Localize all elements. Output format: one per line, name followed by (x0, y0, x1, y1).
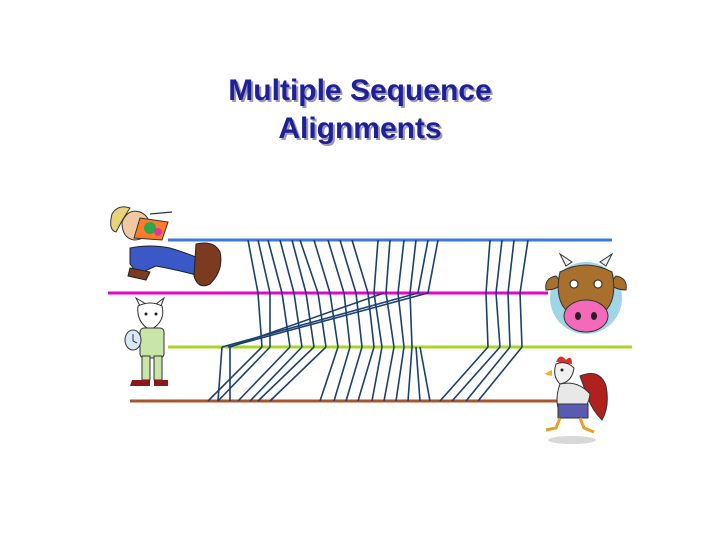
rooster-icon (544, 356, 608, 444)
alignment-connector (269, 346, 327, 402)
alignment-connector (417, 239, 429, 294)
alignment-connector (409, 239, 417, 294)
alignment-connector (281, 292, 291, 348)
alignment-connector (395, 346, 405, 402)
alignment-connector (397, 239, 405, 294)
alignment-connector (373, 292, 383, 348)
alignment-connector (237, 346, 291, 402)
alignment-connector (427, 239, 439, 294)
alignment-connector (495, 292, 501, 348)
alignment-connector (485, 292, 489, 348)
title-line-1: Multiple Sequence (228, 74, 492, 107)
alignment-connector (291, 239, 307, 294)
alignment-connector (345, 346, 363, 402)
alignment-connector (373, 239, 379, 294)
alignment-connector (507, 239, 515, 294)
alignment-connector (519, 239, 529, 294)
alignment-connector (477, 346, 523, 402)
alignment-connector (495, 239, 503, 294)
alignment-connector (383, 346, 395, 402)
alignment-connector (409, 292, 413, 348)
alignment-connector (207, 346, 263, 402)
alignment-connector (385, 239, 391, 294)
alignment-connector (415, 346, 421, 402)
alignment-connector (279, 239, 295, 294)
alignment-connector (327, 239, 345, 294)
alignment-connector (249, 346, 303, 402)
cow-face-icon (545, 252, 627, 334)
alignment-connector (229, 292, 385, 348)
alignment-connector (227, 292, 429, 348)
alignment-connector (351, 239, 369, 294)
alignment-connector (267, 239, 283, 294)
alignment-connector (217, 346, 223, 402)
alignment-connectors (207, 239, 529, 402)
alignment-connector (371, 346, 383, 402)
alignment-connector (293, 292, 303, 348)
alignment-connector (357, 346, 375, 402)
alignment-connector (333, 346, 351, 402)
alignment-connector (299, 239, 319, 294)
title-line-2: Alignments (278, 112, 442, 145)
hippie-person-icon (110, 206, 222, 287)
alignment-connector (329, 292, 339, 348)
alignment-connector (407, 346, 413, 402)
alignment-connector (313, 239, 331, 294)
alignment-connector (367, 292, 375, 348)
alignment-connector (507, 292, 511, 348)
alignment-connector (451, 346, 501, 402)
alignment-connector (419, 346, 431, 402)
alignment-connector (465, 346, 511, 402)
alignment-connector (305, 292, 315, 348)
alignment-connector (485, 239, 491, 294)
alignment-connector (343, 292, 351, 348)
dog-with-clock-icon (124, 296, 168, 386)
alignment-connector (397, 292, 405, 348)
alignment-connector (247, 239, 259, 294)
alignment-connector (257, 346, 315, 402)
alignment-connector (519, 292, 523, 348)
alignment-connector (319, 346, 339, 402)
alignment-connector (439, 346, 489, 402)
alignment-connector (257, 239, 271, 294)
alignment-connector (217, 346, 271, 402)
alignment-connector (339, 239, 357, 294)
slide-title: Multiple Sequence Alignments (0, 72, 720, 148)
